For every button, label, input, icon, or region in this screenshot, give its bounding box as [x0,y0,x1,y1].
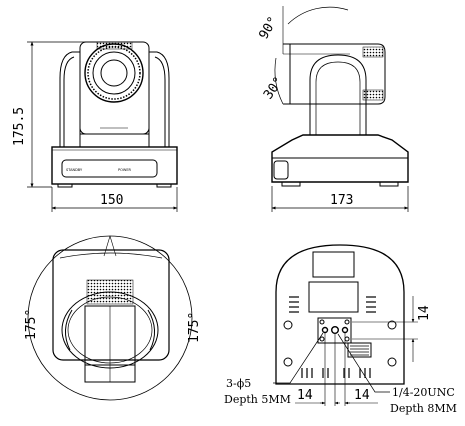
bottom-vertical-dimension [352,296,418,362]
front-width-dimension [51,187,178,212]
bottom-vertical-label: 14 [417,305,432,321]
bottom-thread-leader [337,333,390,393]
bottom-holes-depth-label: Depth 5MM [224,393,291,406]
bottom-thread-hole [331,326,340,335]
front-width-label: 150 [100,193,123,208]
bottom-hole-right [341,326,349,334]
side-tilt-down-label: 30° [261,74,287,102]
bottom-spacing-right-label: 14 [354,388,370,403]
bottom-foot-top-left [283,320,293,330]
front-yoke-left [59,51,81,147]
side-depth-dimension [271,186,409,212]
bottom-thread-depth-label: Depth 8MM [390,402,457,415]
front-label-power: POWER [118,168,132,172]
bottom-foot-bottom-right [387,357,397,367]
bottom-foot-top-right [387,320,397,330]
top-body [52,249,170,361]
top-pan-right-label: 175° [187,312,202,343]
bottom-foot-bottom-left [283,357,293,367]
side-camera-body [283,43,386,105]
front-led-panel [61,159,158,178]
front-label-standby: STANDBY [66,168,83,172]
bottom-hole-left [321,326,329,334]
top-pan-left-label: 175° [24,309,39,340]
bottom-thread-label: 1/4-20UNC [392,386,455,399]
bottom-holes-label: 3-ϕ5 [226,377,251,390]
front-base [51,146,178,185]
front-yoke-right [148,51,170,147]
front-view [51,41,178,188]
bottom-outline [275,244,405,385]
side-view [271,6,409,187]
side-tilt-up-label: 90° [256,14,281,42]
front-lens-glass [100,59,128,87]
bottom-holes-leader [273,332,324,384]
side-depth-label: 173 [330,193,353,208]
side-tilt-arc [287,6,349,25]
top-view [27,235,193,401]
bottom-view [275,244,405,385]
front-height-dimension [27,41,100,188]
side-base [271,134,409,183]
front-lens-outer [84,43,144,103]
front-height-label: 175.5 [12,107,27,146]
bottom-mount-plate [317,317,352,344]
side-yoke [309,54,367,135]
bottom-spacing-left-label: 14 [297,388,313,403]
